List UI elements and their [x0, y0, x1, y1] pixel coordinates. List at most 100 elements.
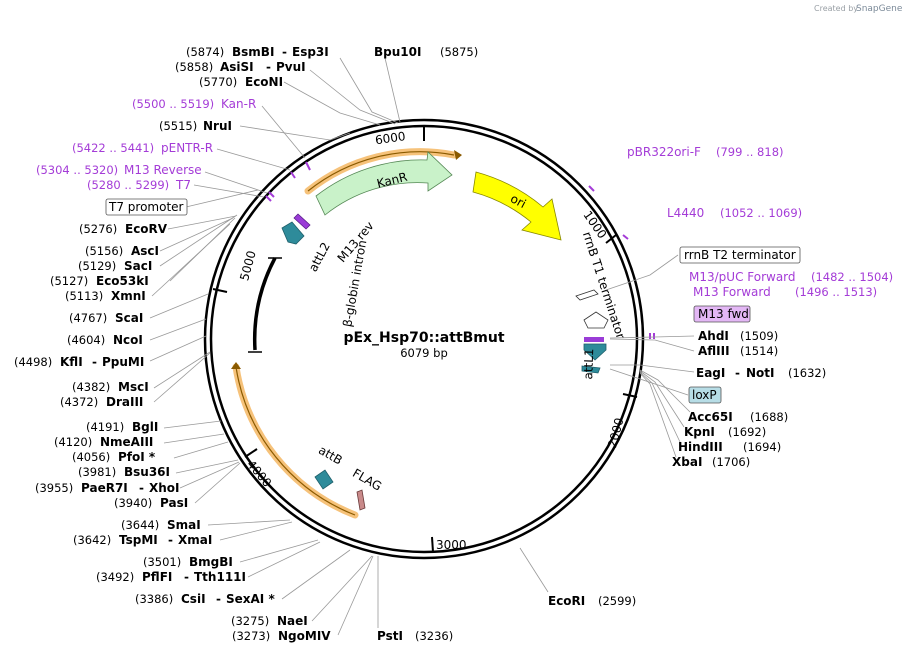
plasmid-length: 6079 bp	[400, 346, 448, 360]
enzyme-pos-scai: (4767)	[69, 311, 107, 325]
enzyme-pos-kfli: (4498)	[14, 355, 52, 369]
enzyme-acc65i: Acc65I	[688, 410, 733, 424]
enzyme-xhoi: XhoI	[149, 481, 180, 495]
enzyme-sep-bsmbi: -	[282, 45, 287, 59]
tick-label-2000: 2000	[605, 416, 626, 449]
enzyme-pos-msci: (4382)	[72, 380, 110, 394]
enzyme-pos-paer7i: (3955)	[35, 481, 73, 495]
credit-prefix: Created by	[814, 4, 858, 13]
enzyme-tspmi: TspMI	[119, 533, 158, 547]
enzyme-pos-draiii: (4372)	[60, 395, 98, 409]
primer-marks	[265, 161, 655, 339]
enzyme-pos-naei: (3275)	[231, 614, 269, 628]
enzyme-pflfi: PflFI	[142, 570, 172, 584]
enzyme-bpu10i: Bpu10I	[374, 45, 421, 59]
m13-fwd-label: M13 fwd	[698, 307, 749, 321]
enzyme-draiii: DraIII	[106, 395, 143, 409]
tick-marks	[212, 126, 638, 553]
attb-orf-highlight	[232, 363, 359, 519]
enzyme-pos-asci: (5156)	[85, 244, 123, 258]
tick-label-6000: 6000	[374, 129, 406, 147]
enzyme-smai: SmaI	[167, 518, 201, 532]
attl1-label: attL1	[581, 348, 596, 380]
primer-pbr322ori-f: pBR322ori-F	[627, 145, 701, 159]
enzyme-pos-pfoi: (4056)	[72, 450, 110, 464]
enzyme-pos-psti: (3236)	[415, 629, 453, 643]
enzyme-pasi: PasI	[160, 496, 188, 510]
attl2-label: attL2	[306, 240, 333, 274]
enzyme-pos-bgli: (4191)	[86, 420, 124, 434]
enzyme-pos-econi: (5770)	[199, 75, 237, 89]
enzyme-sep-asisi: -	[266, 60, 271, 74]
kanr-feature	[315, 151, 453, 216]
enzyme-pos-bpu10i: (5875)	[440, 45, 478, 59]
loxp-label: loxP	[692, 388, 717, 402]
ori-label: ori	[508, 191, 528, 211]
enzyme-paer7i: PaeR7I	[81, 481, 128, 495]
enzyme-esp3i: Esp3I	[292, 45, 329, 59]
snapgene-logo-text: SnapGene	[856, 4, 903, 14]
tick-label-5000: 5000	[237, 249, 258, 282]
enzyme-afliii: AflIII	[698, 344, 730, 358]
enzyme-pos-ecori: (2599)	[598, 594, 636, 608]
attb-orf-arrowhead	[231, 362, 241, 369]
enzyme-psti: PstI	[377, 629, 403, 643]
enzyme-bsu36i: Bsu36I	[124, 465, 170, 479]
beta-globin-intron-feature	[252, 257, 277, 351]
enzyme-pos-xbai: (1706)	[712, 455, 750, 469]
enzyme-pos-ecorv: (5276)	[79, 222, 117, 236]
enzyme-pos-xmni: (5113)	[65, 289, 103, 303]
backbone-outer-ring	[203, 118, 645, 560]
enzyme-ppumi: PpuMI	[102, 355, 144, 369]
enzyme-sep-pflfi: -	[184, 570, 189, 584]
enzyme-sep-tspmi: -	[168, 533, 173, 547]
enzyme-bsmbi: BsmBI	[232, 45, 274, 59]
primer-m13-forward: M13 Forward	[693, 285, 771, 299]
enzyme-pos-ngomiv: (3273)	[232, 629, 270, 643]
primer-pos-kan-r: (5500 .. 5519)	[132, 97, 214, 111]
enzyme-asci: AscI	[131, 244, 159, 258]
enzyme-pos-nmeaiii: (4120)	[54, 435, 92, 449]
enzyme-xmai: XmaI	[178, 533, 212, 547]
primer-pos-l4440: (1052 .. 1069)	[720, 206, 802, 220]
enzyme-kpni: KpnI	[684, 425, 715, 439]
enzyme-pvui: PvuI	[276, 60, 306, 74]
enzyme-pos-kpni: (1692)	[728, 425, 766, 439]
loxp-feature	[581, 365, 601, 374]
enzyme-pos-smai: (3644)	[121, 518, 159, 532]
primer-pos-t7: (5280 .. 5299)	[87, 178, 169, 192]
tick-label-3000: 3000	[436, 538, 467, 552]
enzyme-ahdi: AhdI	[698, 329, 729, 343]
m13-fwd-feature	[584, 337, 604, 342]
kanr-orf-line	[307, 151, 455, 192]
enzyme-pos-eco53ki: (5127)	[50, 274, 88, 288]
enzyme-hindiii: HindIII	[678, 440, 723, 454]
enzyme-pos-bsu36i: (3981)	[78, 465, 116, 479]
attl2-feature	[281, 221, 305, 245]
enzyme-kfli: KflI	[60, 355, 83, 369]
attb-orf-line	[235, 366, 356, 516]
primer-t7: T7	[175, 178, 191, 192]
enzyme-pos-pflfi: (3492)	[96, 570, 134, 584]
rrnb-t2-terminator-box	[679, 246, 801, 264]
enzyme-tth111i: Tth111I	[194, 570, 246, 584]
rrnb-t2-feature	[575, 289, 599, 301]
enzyme-xbai: XbaI	[672, 455, 702, 469]
enzyme-pos-saci: (5129)	[78, 259, 116, 273]
enzyme-sep-eagi: -	[735, 366, 740, 380]
loxp-box	[688, 386, 722, 404]
enzyme-pos-nrui: (5515)	[159, 119, 197, 133]
enzyme-noti: NotI	[746, 366, 775, 380]
enzyme-pos-bmgbi: (3501)	[143, 555, 181, 569]
enzyme-ncoi: NcoI	[113, 333, 143, 347]
flag-feature	[356, 489, 366, 511]
enzyme-pfoi: PfoI *	[118, 450, 156, 464]
primer-pentr-r: pENTR-R	[161, 141, 213, 155]
enzyme-pos-ncoi: (4604)	[67, 333, 105, 347]
enzyme-naei: NaeI	[277, 614, 308, 628]
primer-pos-pentr-r: (5422 .. 5441)	[72, 141, 154, 155]
enzyme-ecorv: EcoRV	[125, 222, 168, 236]
primer-l4440: L4440	[667, 206, 704, 220]
ori-feature	[472, 171, 562, 241]
enzyme-pos-afliii: (1514)	[740, 344, 778, 358]
